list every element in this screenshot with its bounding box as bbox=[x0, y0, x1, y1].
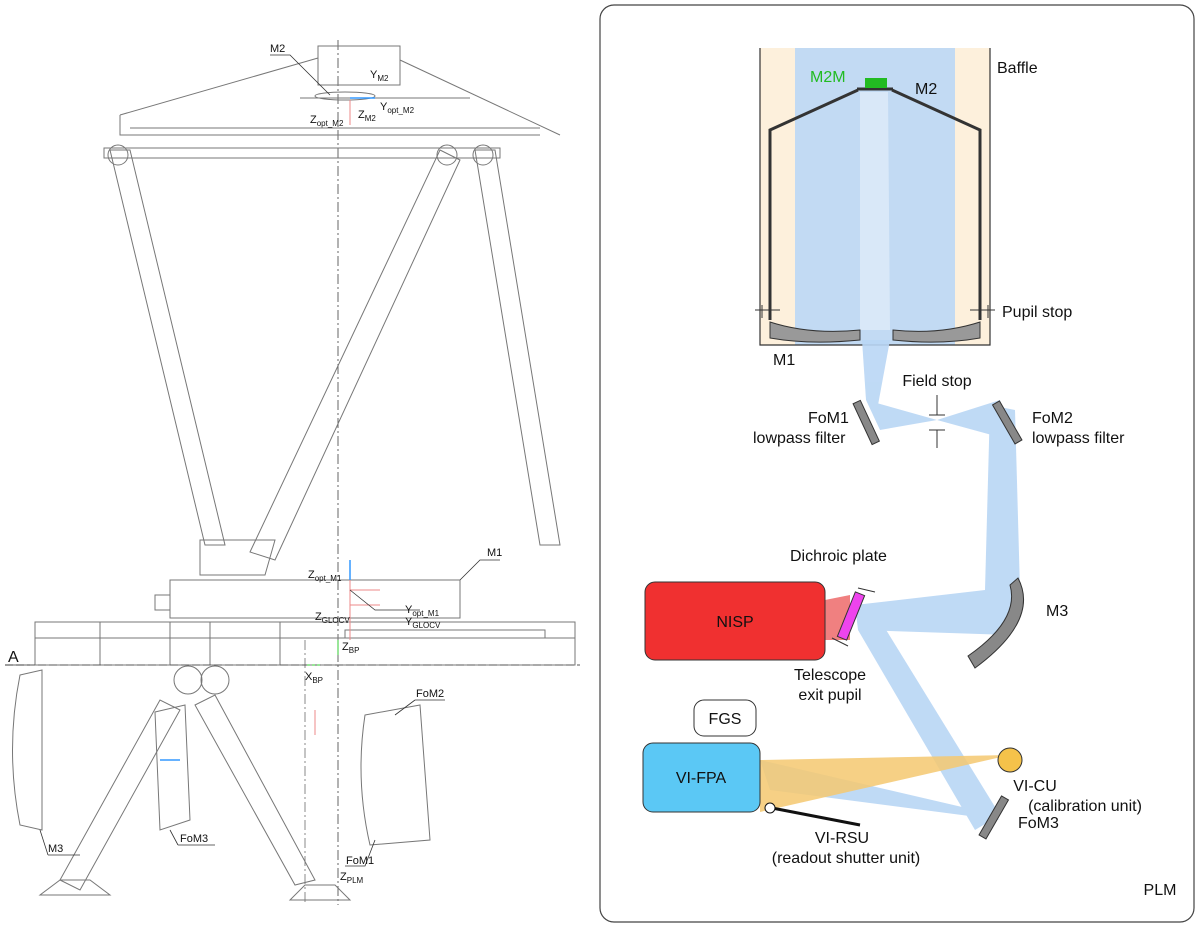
label-fom2-filter: lowpass filter bbox=[1032, 430, 1125, 447]
label-fom1-left: FoM1 bbox=[346, 855, 374, 867]
calibration-light bbox=[760, 755, 1010, 812]
vi-fpa-box[interactable] bbox=[642, 742, 761, 813]
label-fom1: FoM1 bbox=[808, 410, 849, 427]
label-pupil-stop: Pupil stop bbox=[1002, 304, 1072, 321]
vi-rsu-pivot bbox=[764, 802, 776, 814]
label-vi-rsu: VI-RSU bbox=[815, 830, 869, 847]
label-a: A bbox=[8, 649, 19, 666]
label-y-m2: YM2 bbox=[370, 69, 389, 83]
plm-schematic: Baffle M2M M2 Pupil stop M1 Field stop F… bbox=[599, 4, 1195, 923]
left-strut bbox=[109, 149, 226, 546]
label-fom2-left: FoM2 bbox=[416, 688, 444, 700]
label-baffle: Baffle bbox=[997, 60, 1038, 77]
mechanical-drawing: M2 YM2 Yopt_M2 Zopt_M2 ZM2 M1 Zopt_M1 ZG… bbox=[5, 40, 580, 905]
label-m3: M3 bbox=[1046, 603, 1068, 620]
label-exit-pupil-2: exit pupil bbox=[798, 687, 861, 704]
fom3-mirror bbox=[978, 795, 1010, 840]
label-plm: PLM bbox=[1144, 882, 1177, 899]
label-field-stop: Field stop bbox=[902, 373, 971, 390]
label-vi-fpa: VI-FPA bbox=[676, 770, 727, 787]
label-fgs: FGS bbox=[709, 711, 742, 728]
m2-mirror bbox=[314, 91, 376, 101]
label-vi-cu: VI-CU bbox=[1013, 778, 1057, 795]
nisp-box[interactable] bbox=[644, 581, 826, 661]
label-z-m2: ZM2 bbox=[358, 109, 376, 123]
label-z-opt-m2: Zopt_M2 bbox=[310, 114, 344, 128]
label-z-glocv: ZGLOCV bbox=[315, 611, 350, 625]
label-m1: M1 bbox=[773, 352, 795, 369]
label-nisp: NISP bbox=[716, 614, 753, 631]
right-strut bbox=[474, 149, 561, 546]
m2-support-structure bbox=[119, 45, 561, 136]
fom1-mirror bbox=[852, 399, 881, 446]
label-z-plm: ZPLM bbox=[340, 871, 364, 885]
label-m2m: M2M bbox=[810, 69, 846, 86]
label-fom2: FoM2 bbox=[1032, 410, 1073, 427]
label-y-glocv: YGLOCV bbox=[405, 616, 441, 630]
fom3-drawing bbox=[154, 704, 191, 831]
label-fom3-left: FoM3 bbox=[180, 833, 208, 845]
label-m1-left: M1 bbox=[487, 547, 502, 559]
label-y-opt-m1: Yopt_M1 bbox=[405, 604, 440, 618]
label-z-opt-m1: Zopt_M1 bbox=[308, 569, 342, 583]
label-y-opt-m2: Yopt_M2 bbox=[380, 101, 415, 115]
fom2-mirror bbox=[991, 400, 1023, 445]
label-vi-rsu-desc: (readout shutter unit) bbox=[772, 850, 921, 867]
m1-assembly bbox=[154, 539, 461, 619]
exit-pupil-marks bbox=[831, 587, 876, 647]
label-z-bp: ZBP bbox=[342, 641, 359, 655]
fom2-fom1-drawing bbox=[360, 704, 431, 846]
label-m3-left: M3 bbox=[48, 843, 63, 855]
label-dichroic: Dichroic plate bbox=[790, 548, 887, 565]
fgs-box[interactable] bbox=[693, 699, 757, 737]
label-m2-left: M2 bbox=[270, 43, 285, 55]
pupil-stop-marks bbox=[755, 305, 995, 318]
baseplate bbox=[34, 621, 576, 666]
label-x-bp: XBP bbox=[305, 671, 323, 685]
label-vi-cu-desc: (calibration unit) bbox=[1028, 798, 1142, 815]
m1-mirror bbox=[769, 321, 981, 343]
m2m-mechanism bbox=[865, 78, 887, 88]
beam-path bbox=[760, 340, 1020, 830]
dichroic-plate bbox=[836, 591, 866, 641]
m3-mirror-drawing bbox=[12, 669, 43, 831]
vi-cu-lamp bbox=[997, 747, 1023, 773]
lower-struts bbox=[59, 694, 316, 891]
panel-frame bbox=[599, 4, 1195, 923]
label-m2: M2 bbox=[915, 81, 937, 98]
m3-mirror bbox=[967, 577, 1025, 669]
telescope-tube bbox=[768, 88, 982, 320]
top-ring bbox=[103, 147, 501, 159]
central-beam bbox=[860, 92, 890, 330]
diagonal-strut bbox=[249, 149, 461, 561]
label-fom1-filter: lowpass filter bbox=[753, 430, 846, 447]
label-exit-pupil-1: Telescope bbox=[794, 667, 866, 684]
field-stop bbox=[929, 395, 945, 448]
vi-rsu-shutter bbox=[771, 806, 861, 827]
label-fom3: FoM3 bbox=[1018, 815, 1059, 832]
